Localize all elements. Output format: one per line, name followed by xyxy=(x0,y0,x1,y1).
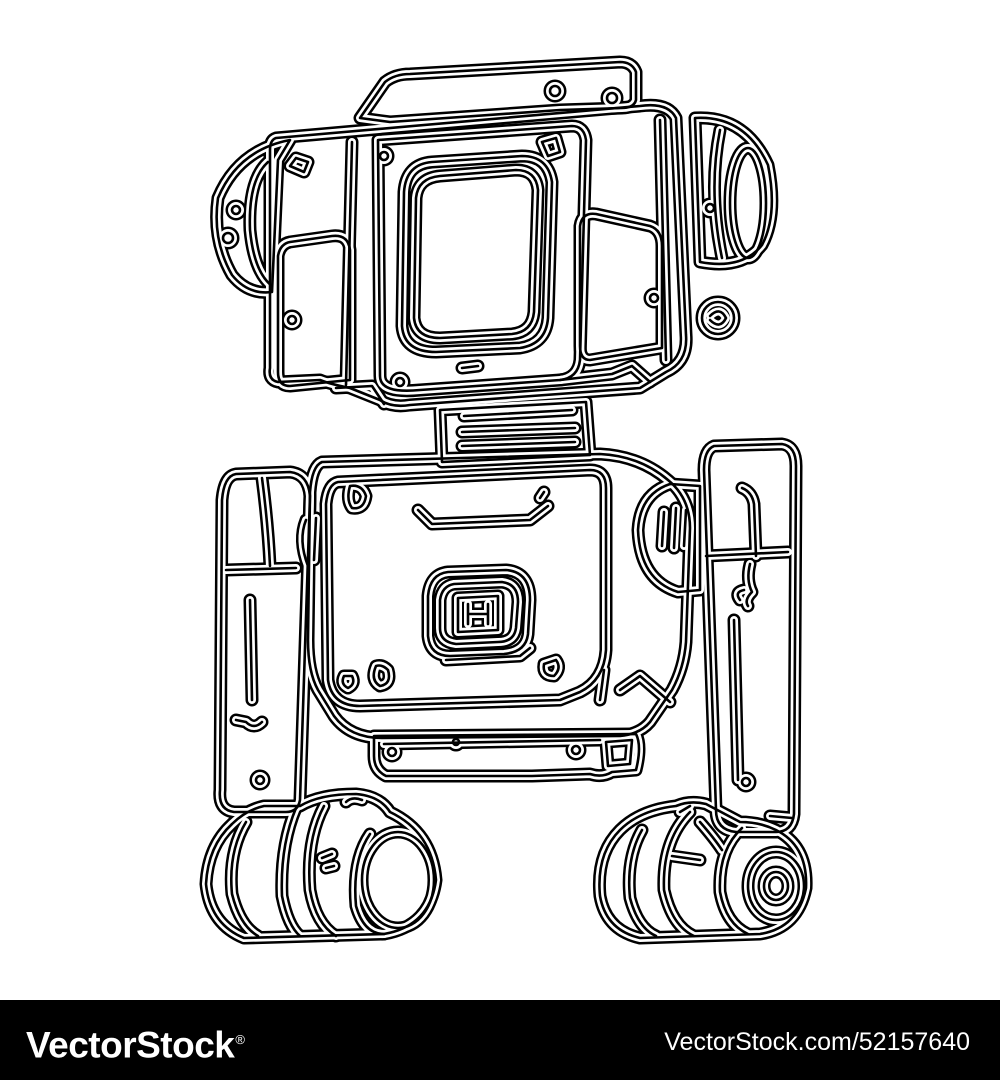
registered-mark: ® xyxy=(235,1032,245,1047)
robot-illustration xyxy=(0,0,1000,1000)
vectorstock-logo: VectorStock® xyxy=(26,1019,245,1066)
robot-line-drawing xyxy=(0,0,1000,1000)
image-id-label: VectorStock.com/52157640 xyxy=(664,1028,970,1056)
watermark-footer-bar: VectorStock® VectorStock.com/52157640 xyxy=(0,1000,1000,1080)
brand-name: VectorStock xyxy=(26,1024,235,1066)
